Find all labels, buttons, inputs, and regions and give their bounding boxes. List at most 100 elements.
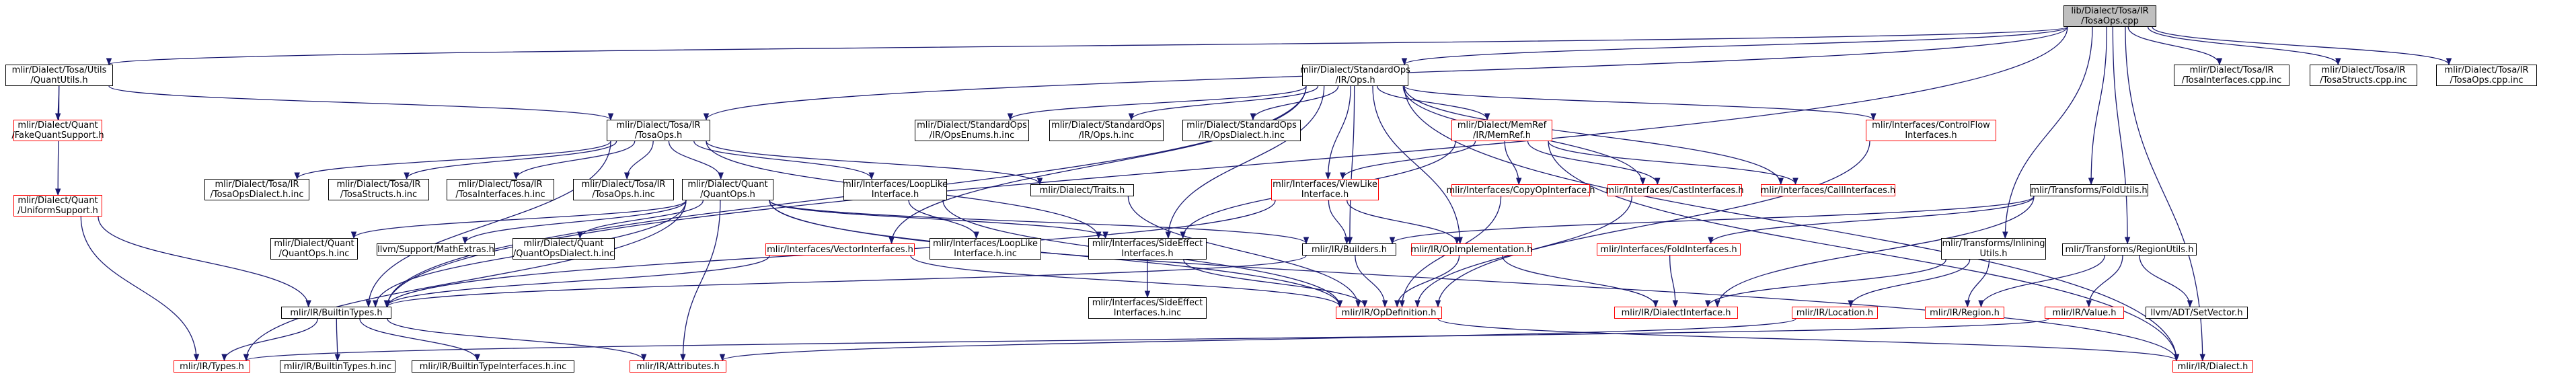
- node-opdefinition-h[interactable]: mlir/IR/OpDefinition.h: [1336, 307, 1442, 319]
- edge-quantops-h-to-types-h: [245, 200, 687, 361]
- node-label-line: mlir/Transforms/FoldUtils.h: [2031, 185, 2148, 196]
- edge-arrowhead: [1515, 178, 1522, 186]
- edge-arrowhead: [221, 354, 227, 362]
- node-callinterfaces-h[interactable]: mlir/Interfaces/CallInterfaces.h: [1761, 184, 1895, 196]
- edge-value-h-to-types-h: [245, 318, 2049, 361]
- node-tosaops-h-inc: mlir/Dialect/Tosa/IR/TosaOps.h.inc: [573, 179, 674, 200]
- edge-standardops-ops-h-to-viewlike-h: [1327, 85, 1351, 180]
- node-label-line: mlir/Dialect/Quant: [687, 180, 768, 190]
- node-label-line: /TosaOpsDialect.h.inc: [210, 190, 304, 200]
- edge-arrowhead: [868, 172, 875, 180]
- edge-quantops-h-to-quantops-h-inc: [353, 200, 687, 239]
- node-region-h[interactable]: mlir/IR/Region.h: [1925, 307, 2004, 319]
- edge-tosaops-cpp-to-dialect-h: [2125, 26, 2203, 361]
- edge-arrowhead: [1007, 113, 1014, 121]
- edge-memref-h-to-copyop-h: [1504, 141, 1519, 185]
- node-label-line: /QuantOpsDialect.h.inc: [513, 249, 615, 259]
- edge-arrowhead: [1344, 237, 1350, 245]
- node-opimplementation-h[interactable]: mlir/IR/OpImplementation.h: [1411, 243, 1532, 256]
- node-dialect-h[interactable]: mlir/IR/Dialect.h: [2172, 360, 2253, 373]
- node-label-line: mlir/Dialect/Tosa/IR: [616, 120, 701, 130]
- edge-foldutils-h-to-builders-h: [1392, 196, 2035, 244]
- edge-tosaops-cpp-to-inliningutils-h: [2004, 26, 2093, 239]
- edge-uniformsupport-h-to-types-h: [80, 216, 197, 361]
- node-dialectinterface-h[interactable]: mlir/IR/DialectInterface.h: [1614, 307, 1738, 319]
- edge-standardops-ops-h-to-vectorinterfaces-h: [891, 85, 1307, 244]
- node-foldutils-h[interactable]: mlir/Transforms/FoldUtils.h: [2030, 184, 2148, 196]
- node-label-line: mlir/IR/Location.h: [1796, 307, 1874, 318]
- edge-inliningutils-h-to-region-h: [1967, 259, 1990, 307]
- node-builders-h[interactable]: mlir/IR/Builders.h: [1302, 243, 1396, 256]
- edge-foldutils-h-to-dialectinterface-h: [1716, 196, 2035, 307]
- node-standardops-ops-h[interactable]: mlir/Dialect/StandardOps/IR/Ops.h: [1300, 65, 1410, 86]
- edge-standardops-ops-h-to-callinterfaces-h: [1404, 85, 1782, 185]
- node-uniformsupport-h[interactable]: mlir/Dialect/Quant/UniformSupport.h: [13, 195, 102, 217]
- edge-arrowhead: [106, 58, 112, 66]
- edge-arrowhead: [350, 231, 357, 239]
- node-label-line: llvm/ADT/SetVector.h: [2150, 307, 2243, 318]
- node-quantops-h[interactable]: mlir/Dialect/Quant/QuantOps.h: [682, 179, 773, 200]
- edge-location-h-to-attributes-h: [722, 318, 1796, 361]
- edge-arrowhead: [1435, 300, 1441, 308]
- node-label-line: mlir/Dialect/StandardOps: [1300, 65, 1410, 75]
- node-regionutils-h[interactable]: mlir/Transforms/RegionUtils.h: [2062, 243, 2197, 256]
- edge-arrowhead: [1036, 178, 1043, 186]
- edge-arrowhead: [1655, 178, 1661, 186]
- edge-arrowhead: [2088, 178, 2094, 186]
- node-mathextras-h: llvm/Support/MathExtras.h: [377, 243, 495, 256]
- edge-tosaops-h-to-tosastructs-h-inc: [406, 141, 617, 180]
- edge-quantops-h-to-mathextras-h: [464, 200, 687, 244]
- node-label-line: /QuantUtils.h: [30, 75, 88, 85]
- edge-foldinterfaces-h-to-dialectinterface-h: [1669, 255, 1676, 307]
- node-builtintypes-h[interactable]: mlir/IR/BuiltinTypes.h: [281, 307, 391, 319]
- node-builtintypeinterfaces-h-inc: mlir/IR/BuiltinTypeInterfaces.h.inc: [412, 360, 574, 373]
- edge-arrowhead: [607, 113, 614, 121]
- edge-arrowhead: [719, 354, 726, 362]
- node-value-h[interactable]: mlir/IR/Value.h: [2045, 307, 2124, 319]
- node-traits-h[interactable]: mlir/Dialect/Traits.h: [1030, 184, 1134, 196]
- node-types-h[interactable]: mlir/IR/Types.h: [174, 360, 250, 373]
- node-label-line: Interface.h: [871, 190, 919, 200]
- edge-arrowhead: [973, 231, 979, 239]
- edge-arrowhead: [1250, 113, 1256, 121]
- node-label-line: mlir/IR/OpImplementation.h: [1410, 244, 1533, 255]
- edge-arrowhead: [623, 172, 630, 180]
- node-label-line: mlir/Dialect/Tosa/IR: [458, 180, 543, 190]
- node-tosaops-cpp[interactable]: lib/Dialect/Tosa/IR/TosaOps.cpp: [2063, 5, 2156, 27]
- node-memref-h[interactable]: mlir/Dialect/MemRef/IR/MemRef.h: [1451, 120, 1552, 141]
- node-tosa-structs-cpp-inc: mlir/Dialect/Tosa/IR/TosaStructs.cpp.inc: [2310, 65, 2417, 86]
- node-castinterfaces-h[interactable]: mlir/Interfaces/CastInterfaces.h: [1605, 184, 1744, 196]
- edge-quantutils-h-to-tosaops-h: [108, 85, 611, 120]
- edge-arrowhead: [1361, 300, 1368, 308]
- edge-arrowhead: [54, 113, 61, 121]
- node-label-line: mlir/IR/DialectInterface.h: [1621, 307, 1731, 318]
- node-label-line: mlir/Dialect/Quant: [274, 239, 354, 249]
- node-quantopsdialect-h-inc: mlir/Dialect/Quant/QuantOpsDialect.h.inc: [513, 238, 615, 260]
- node-label-line: /TosaOps.h: [634, 130, 683, 141]
- edge-arrowhead: [703, 113, 710, 121]
- edge-arrowhead: [2216, 58, 2223, 66]
- edge-opdefinition-h-to-dialect-h: [1437, 318, 2177, 361]
- node-fakequantsupport-h[interactable]: mlir/Dialect/Quant/FakeQuantSupport.h: [11, 120, 104, 141]
- edge-regionutils-h-to-setvector-h: [2139, 255, 2191, 307]
- node-location-h[interactable]: mlir/IR/Location.h: [1792, 307, 1878, 319]
- edge-arrowhead: [305, 300, 311, 308]
- edge-arrowhead: [243, 354, 250, 362]
- node-quantutils-h[interactable]: mlir/Dialect/Tosa/Utils/QuantUtils.h: [5, 65, 113, 86]
- node-label-line: mlir/Dialect/Tosa/IR: [2444, 65, 2529, 75]
- node-label-line: mlir/Dialect/StandardOps: [1051, 120, 1162, 130]
- node-vectorinterfaces-h[interactable]: mlir/Interfaces/VectorInterfaces.h: [765, 243, 915, 256]
- node-tosaops-h[interactable]: mlir/Dialect/Tosa/IR/TosaOps.h: [607, 120, 710, 141]
- edge-arrowhead: [334, 354, 341, 362]
- edge-arrowhead: [462, 237, 468, 245]
- node-copyop-h[interactable]: mlir/Interfaces/CopyOpInterface.h: [1447, 184, 1595, 196]
- node-attributes-h[interactable]: mlir/IR/Attributes.h: [630, 360, 726, 373]
- node-label-line: mlir/Dialect/Tosa/IR: [336, 180, 421, 190]
- node-foldinterfaces-h[interactable]: mlir/Interfaces/FoldInterfaces.h: [1597, 243, 1741, 256]
